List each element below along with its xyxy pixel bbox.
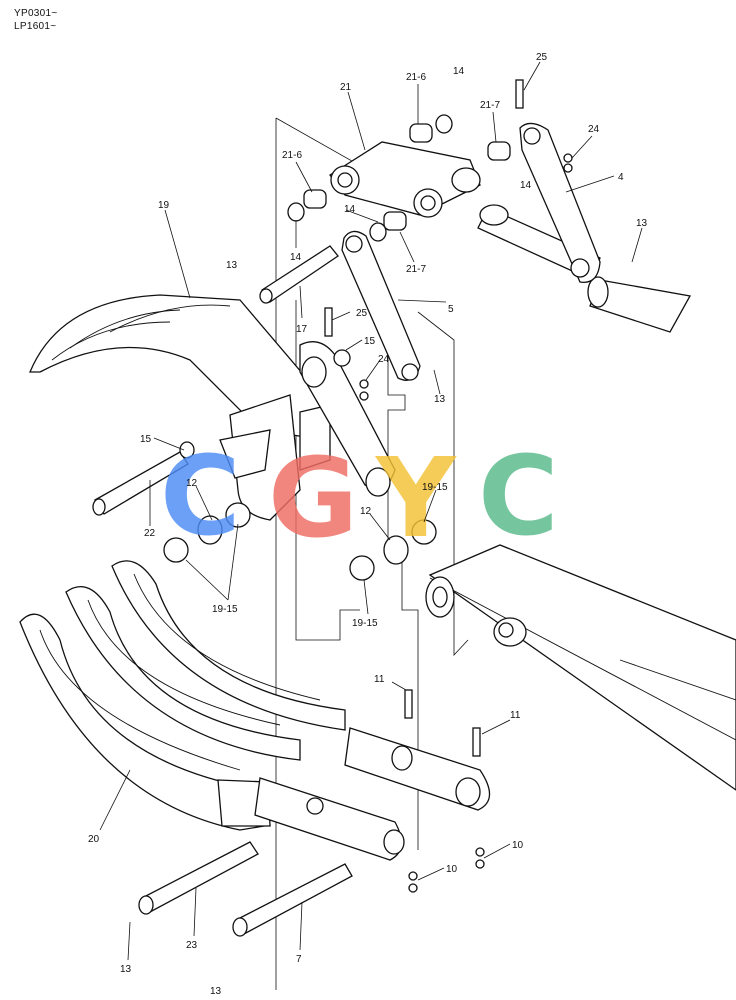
callout-13b: 13 <box>226 260 238 271</box>
hydraulic-cylinder <box>477 204 692 333</box>
callouts: 25 24 4 13 14 21 21-6 21-7 14 21-6 14 14… <box>88 52 648 997</box>
leader-lines <box>99 61 643 961</box>
model-code-1: YP0301~ <box>14 8 58 19</box>
watermark: C G Y C <box>160 432 559 562</box>
collars <box>163 502 437 581</box>
callout-15b: 15 <box>140 434 152 445</box>
callout-12a: 12 <box>186 478 198 489</box>
callout-23: 23 <box>186 940 198 951</box>
callout-14c: 14 <box>290 252 302 263</box>
callout-17: 17 <box>296 324 308 335</box>
callout-14a: 14 <box>453 66 465 77</box>
callout-24b: 24 <box>378 354 390 365</box>
callout-19-15b: 19-15 <box>422 482 448 493</box>
grapple-19 <box>29 294 331 521</box>
callout-13c: 13 <box>434 394 446 405</box>
callout-21-7a: 21-7 <box>480 100 500 111</box>
callout-19: 19 <box>158 200 170 211</box>
callout-19-15c: 19-15 <box>352 618 378 629</box>
boom-arm <box>425 544 736 791</box>
callout-7: 7 <box>296 954 302 965</box>
callout-15a: 15 <box>364 336 376 347</box>
callout-14d: 14 <box>344 204 356 215</box>
pin-22 <box>92 441 195 516</box>
callout-13a: 13 <box>636 218 648 229</box>
link-5 <box>341 230 421 381</box>
callout-21: 21 <box>340 82 352 93</box>
watermark-letter-2: G <box>268 434 358 562</box>
callout-13e: 13 <box>210 986 222 997</box>
callout-21-6a: 21-6 <box>406 72 426 83</box>
callout-20: 20 <box>88 834 100 845</box>
bushings-top <box>287 114 511 242</box>
callout-25a: 25 <box>536 52 548 63</box>
callout-11b: 11 <box>510 710 521 721</box>
watermark-letter-4: C <box>478 432 559 560</box>
pins-lower <box>138 841 353 937</box>
callout-11a: 11 <box>374 674 385 685</box>
callout-21-7b: 21-7 <box>406 264 426 275</box>
callout-19-15a: 19-15 <box>212 604 238 615</box>
callout-4: 4 <box>618 172 624 183</box>
callout-5: 5 <box>448 304 454 315</box>
callout-22: 22 <box>144 528 156 539</box>
callout-24a: 24 <box>588 124 600 135</box>
callout-14b: 14 <box>520 180 532 191</box>
callout-13d: 13 <box>120 964 132 975</box>
grapple-20 <box>19 560 346 831</box>
model-code-2: LP1601~ <box>14 21 57 32</box>
callout-10b: 10 <box>446 864 458 875</box>
callout-12b: 12 <box>360 506 372 517</box>
link-arm-4 <box>519 122 601 283</box>
pin-17 <box>259 245 339 304</box>
center-link <box>299 341 396 497</box>
bracket-21 <box>329 141 481 218</box>
fasteners <box>324 79 573 893</box>
callout-21-6b: 21-6 <box>282 150 302 161</box>
callout-25b: 25 <box>356 308 368 319</box>
callout-10a: 10 <box>512 840 524 851</box>
lower-links <box>254 727 491 861</box>
watermark-letter-3: Y <box>374 434 457 562</box>
